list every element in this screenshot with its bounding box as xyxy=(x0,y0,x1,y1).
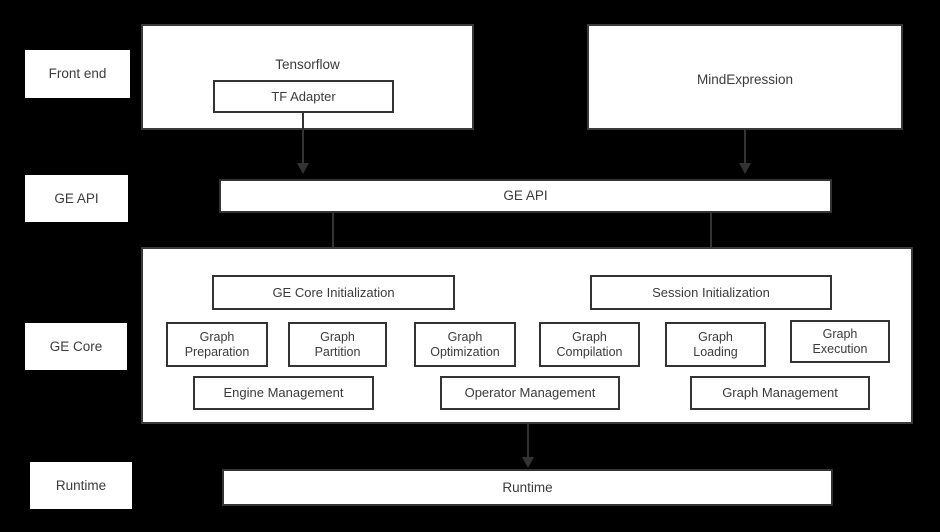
module-label-line1: Graph xyxy=(199,329,235,344)
session-initialization-label: Session Initialization xyxy=(652,284,770,300)
management-engine[interactable]: Engine Management xyxy=(193,376,374,410)
management-label: Graph Management xyxy=(722,385,838,401)
module-label-line1: Graph xyxy=(320,329,355,344)
mindexpression-title: MindExpression xyxy=(696,72,794,87)
lane-label-ge-api: GE API xyxy=(25,175,128,222)
module-graph-optimization[interactable]: Graph Optimization xyxy=(414,322,516,367)
arrow-head-tf-adapter-to-ge-api xyxy=(297,163,309,174)
module-label-line2: Compilation xyxy=(556,344,623,359)
module-label-line1: Graph xyxy=(822,326,858,341)
ge-api-bar[interactable]: GE API xyxy=(219,179,832,213)
lane-label-front-end: Front end xyxy=(25,50,130,98)
arrow-ge-core-to-runtime xyxy=(527,424,529,459)
arrow-mindexpression-to-ge-api xyxy=(744,130,746,165)
module-graph-preparation[interactable]: Graph Preparation xyxy=(166,322,268,367)
module-graph-partition[interactable]: Graph Partition xyxy=(288,322,387,367)
module-label-line1: Graph xyxy=(572,329,607,344)
module-label-line1: Graph xyxy=(698,329,733,344)
management-operator[interactable]: Operator Management xyxy=(440,376,620,410)
tensorflow-container: Tensorflow xyxy=(141,24,474,130)
module-label-line2: Optimization xyxy=(430,344,500,359)
mindexpression-container: MindExpression xyxy=(587,24,903,130)
module-label-line2: Partition xyxy=(314,344,361,359)
arrow-ge-api-to-core-init xyxy=(332,213,334,251)
tf-adapter-label: TF Adapter xyxy=(271,88,336,104)
module-label-line2: Loading xyxy=(693,344,738,359)
management-label: Operator Management xyxy=(464,385,596,401)
tf-adapter-box[interactable]: TF Adapter xyxy=(213,80,394,113)
module-label-line2: Preparation xyxy=(184,344,250,359)
module-graph-execution[interactable]: Graph Execution xyxy=(790,320,890,363)
module-graph-compilation[interactable]: Graph Compilation xyxy=(539,322,640,367)
management-graph[interactable]: Graph Management xyxy=(690,376,870,410)
arrow-head-mindexpression-to-ge-api xyxy=(739,163,751,174)
module-label-line1: Graph xyxy=(447,329,483,344)
management-label: Engine Management xyxy=(223,385,344,401)
lane-label-text: Runtime xyxy=(55,477,107,493)
session-initialization-box[interactable]: Session Initialization xyxy=(590,275,832,310)
lane-label-text: GE API xyxy=(54,190,99,206)
ge-core-initialization-box[interactable]: GE Core Initialization xyxy=(212,275,455,310)
lane-label-text: Front end xyxy=(48,66,107,82)
ge-api-bar-label: GE API xyxy=(503,188,548,204)
runtime-bar[interactable]: Runtime xyxy=(222,469,833,506)
module-graph-loading[interactable]: Graph Loading xyxy=(665,322,766,367)
tensorflow-title: Tensorflow xyxy=(275,57,340,72)
lane-label-text: GE Core xyxy=(49,338,103,354)
arrow-head-ge-core-to-runtime xyxy=(522,457,534,468)
lane-label-runtime: Runtime xyxy=(30,462,132,509)
lane-label-ge-core: GE Core xyxy=(25,323,127,370)
ge-core-initialization-label: GE Core Initialization xyxy=(272,284,395,300)
arrow-tf-adapter-to-ge-api xyxy=(302,113,304,165)
module-label-line2: Execution xyxy=(812,341,868,356)
arrow-ge-api-to-session-init xyxy=(710,213,712,251)
runtime-bar-label: Runtime xyxy=(502,479,553,495)
